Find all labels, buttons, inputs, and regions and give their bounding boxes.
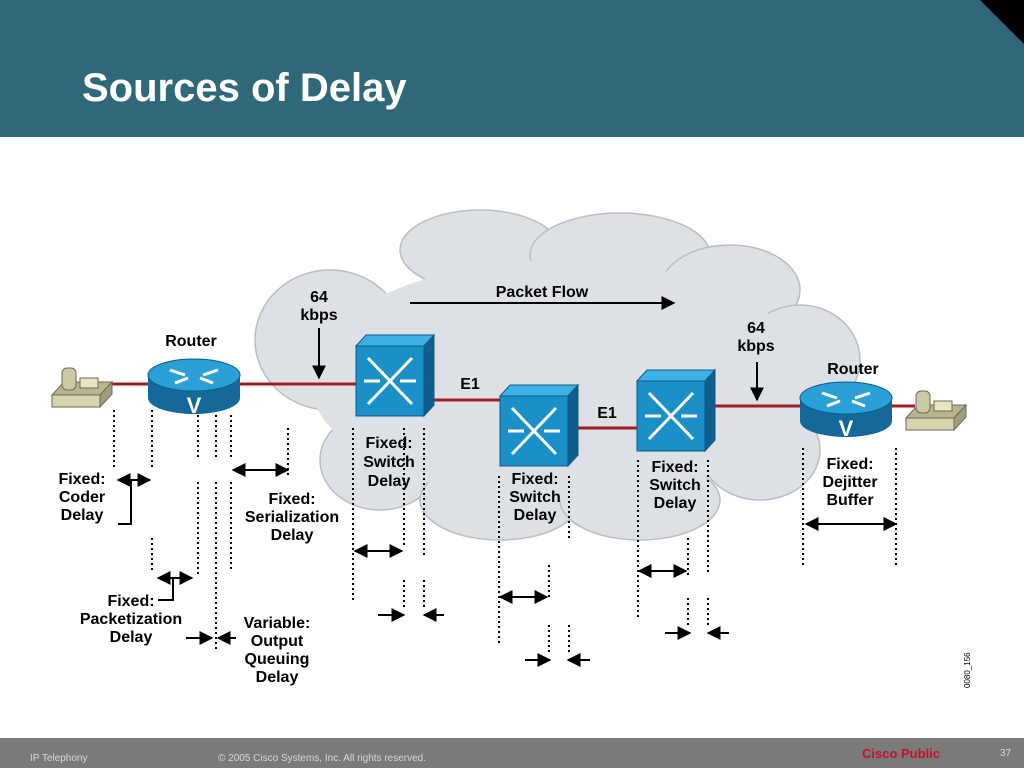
dejitter-buffer-line3: Buffer: [826, 492, 873, 509]
speed-right-line2: kbps: [737, 338, 774, 355]
serialization-delay-line2: Serialization: [245, 509, 339, 526]
speed-left-line1: 64: [310, 289, 328, 306]
switch-delay-2-line1: Fixed:: [511, 471, 558, 488]
guide-lines: [113, 410, 897, 655]
phone-left-icon: [50, 367, 114, 409]
switch-2-icon: [498, 383, 580, 468]
switch-delay-3-line1: Fixed:: [651, 459, 698, 476]
e1-label-b: E1: [597, 405, 617, 422]
queuing-delay-line2: Output: [251, 633, 304, 650]
footer-bar: [0, 738, 1024, 768]
corner-mark: [980, 0, 1024, 44]
switch-delay-3-line2: Switch: [649, 477, 701, 494]
coder-delay-line2: Coder: [59, 489, 105, 506]
coder-delay-line1: Fixed:: [58, 471, 105, 488]
queuing-delay-line3: Queuing: [245, 651, 310, 668]
dejitter-buffer-line1: Fixed:: [826, 456, 873, 473]
speed-right-line1: 64: [747, 320, 765, 337]
queuing-delay-line1: Variable:: [244, 615, 311, 632]
router-right-icon: V: [799, 381, 893, 441]
page-number: 37: [1000, 748, 1012, 759]
switch-delay-2-line3: Delay: [514, 507, 557, 524]
packetization-delay-line2: Packetization: [80, 611, 182, 628]
packet-flow-label: Packet Flow: [496, 284, 589, 301]
switch-delay-1-line3: Delay: [368, 473, 411, 490]
arrows: [116, 296, 898, 667]
router-left-icon: V: [147, 358, 241, 418]
svg-text:V: V: [187, 393, 202, 418]
serialization-delay-line1: Fixed:: [268, 491, 315, 508]
footer-course: IP Telephony: [30, 753, 88, 764]
serialization-delay-line3: Delay: [271, 527, 314, 544]
switch-1-icon: [354, 333, 436, 418]
svg-text:V: V: [839, 416, 854, 441]
dejitter-buffer-line2: Dejitter: [822, 474, 877, 491]
figure-code: 0080_156: [963, 652, 972, 688]
switch-delay-2-line2: Switch: [509, 489, 561, 506]
packetization-delay-line3: Delay: [110, 629, 153, 646]
coder-delay-line3: Delay: [61, 507, 104, 524]
phone-right-icon: [904, 390, 968, 432]
footer-classification: Cisco Public: [862, 746, 941, 761]
queuing-delay-line4: Delay: [256, 669, 299, 686]
switch-delay-1-line2: Switch: [363, 454, 415, 471]
e1-label-a: E1: [460, 376, 480, 393]
speed-left-line2: kbps: [300, 307, 337, 324]
switch-delay-1-line1: Fixed:: [365, 435, 412, 452]
router-left-label: Router: [165, 333, 217, 350]
packetization-delay-line1: Fixed:: [107, 593, 154, 610]
title-bar: [0, 0, 1024, 137]
switch-3-icon: [635, 368, 717, 453]
router-right-label: Router: [827, 361, 879, 378]
footer-copyright: © 2005 Cisco Systems, Inc. All rights re…: [218, 753, 427, 764]
switch-delay-3-line3: Delay: [654, 495, 697, 512]
slide-title: Sources of Delay: [82, 66, 407, 110]
